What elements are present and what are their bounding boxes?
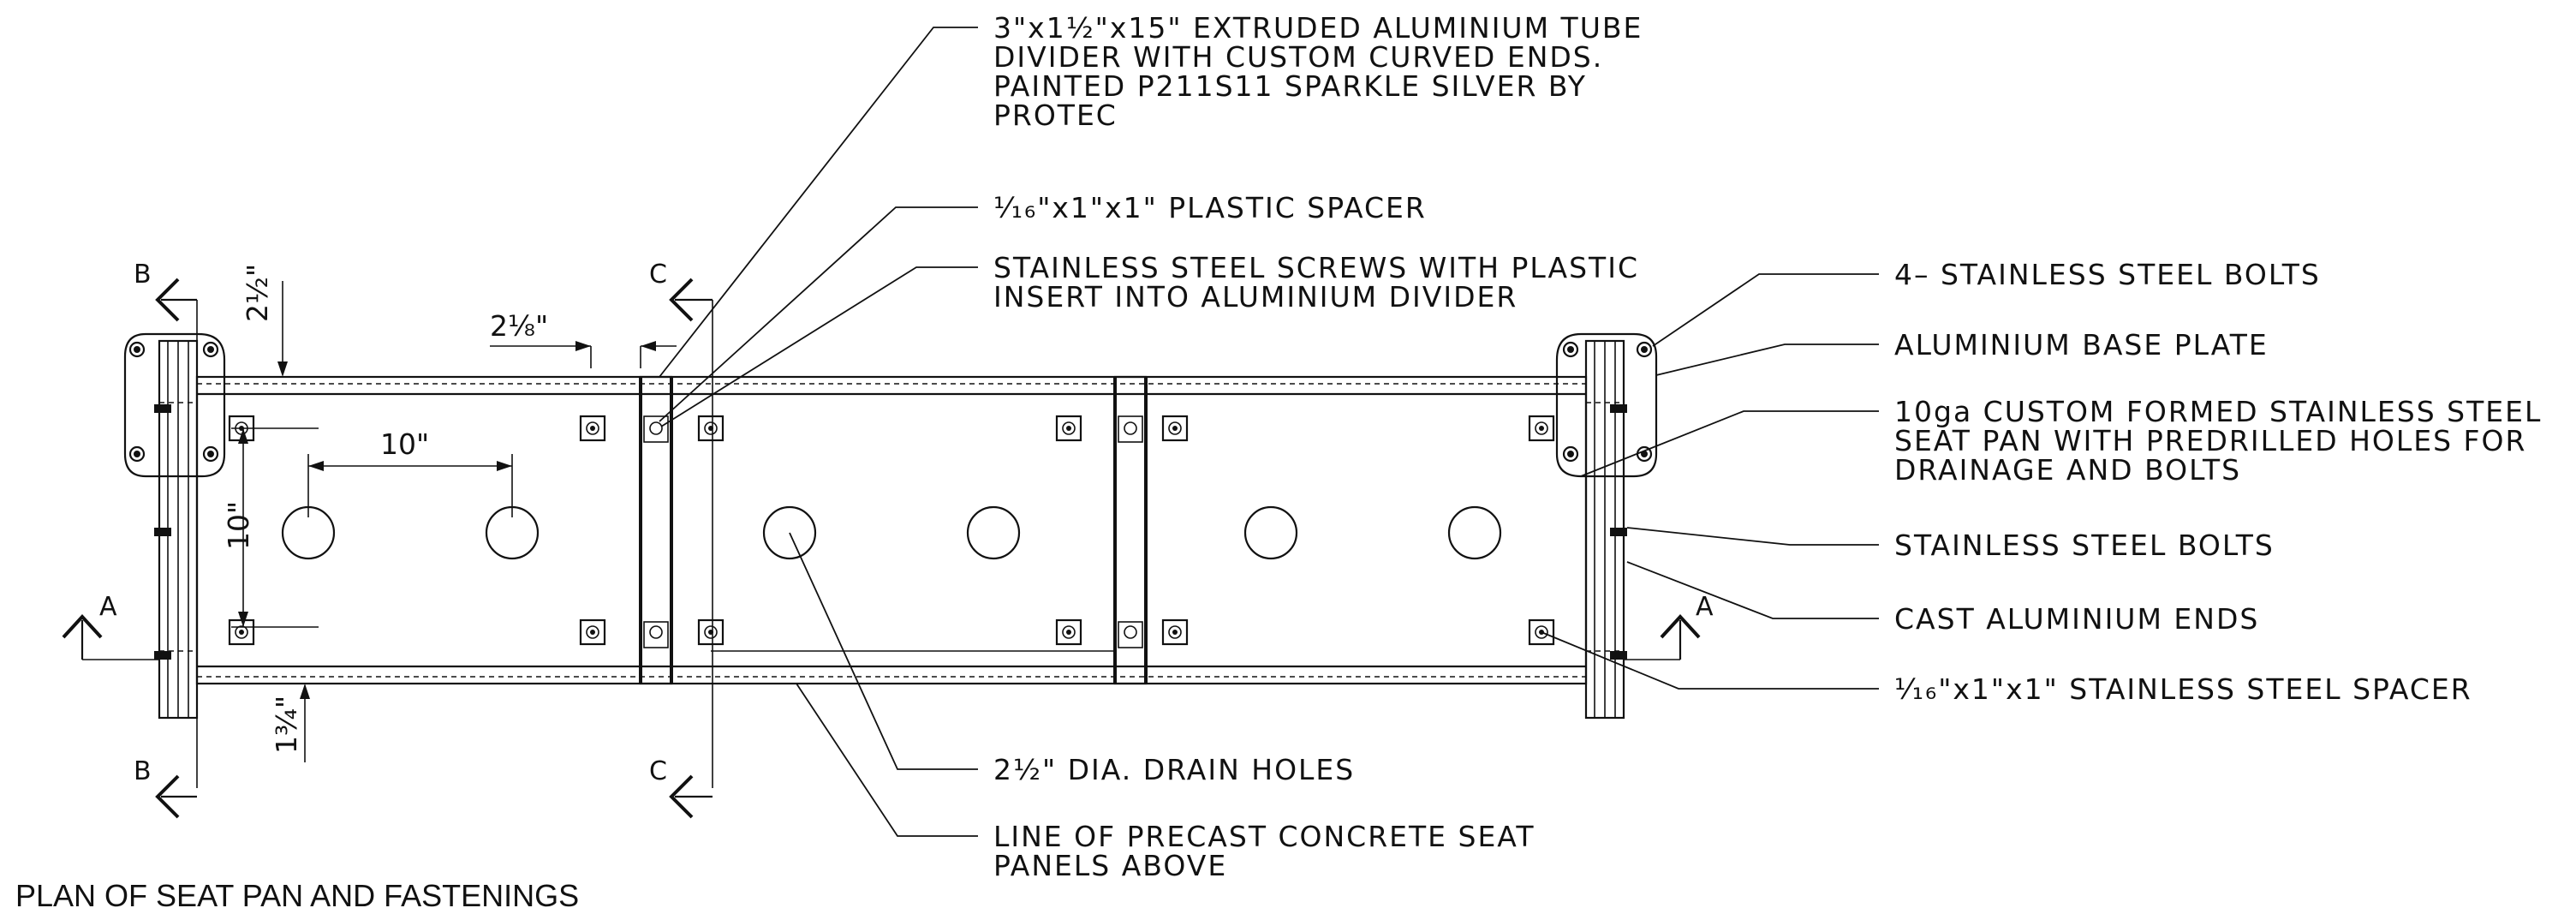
bolt-center (1172, 630, 1178, 635)
bolt-head (704, 421, 718, 435)
aluminium-tube-divider-right (1113, 375, 1148, 685)
note-divider: 3"x1½"x15" EXTRUDED ALUMINIUM TUBE DIVID… (993, 11, 1643, 132)
bolt-square (697, 618, 724, 646)
svg-text:⅟₁₆"x1"x1" PLASTIC SPACER: ⅟₁₆"x1"x1" PLASTIC SPACER (993, 191, 1427, 224)
section-c-top-label: C (649, 260, 667, 290)
bolt-square (1055, 415, 1082, 442)
right-stainless-steel-bolts (1610, 404, 1627, 660)
drain-hole (1447, 505, 1502, 560)
svg-text:PANELS ABOVE: PANELS ABOVE (993, 849, 1227, 882)
svg-text:DRAINAGE AND BOLTS: DRAINAGE AND BOLTS (1894, 453, 2241, 487)
section-marker-b-bottom: B (134, 756, 197, 819)
svg-text:STAINLESS STEEL BOLTS: STAINLESS STEEL BOLTS (1894, 529, 2275, 562)
bolt-square (1161, 618, 1189, 646)
bolt-square (579, 618, 606, 646)
bolt-head (1535, 625, 1548, 639)
bolt-head (1535, 421, 1548, 435)
dim-divider-offset-label: 2⅛" (490, 309, 548, 343)
left-stainless-steel-bolts (154, 404, 171, 660)
bolt-square (579, 415, 606, 442)
drain-hole (1243, 505, 1298, 560)
svg-text:INSERT INTO ALUMINIUM DIVIDER: INSERT INTO ALUMINIUM DIVIDER (993, 280, 1518, 314)
divider-screw (1124, 421, 1137, 435)
bolt-head (1062, 625, 1076, 639)
svg-text:PAINTED P211S11 SPARKLE SILVER: PAINTED P211S11 SPARKLE SILVER BY (993, 69, 1587, 103)
svg-text:PROTEC: PROTEC (993, 99, 1118, 132)
dimension-bottom-offset: 1¾" (270, 684, 310, 762)
bolt-head (704, 625, 718, 639)
svg-text:3"x1½"x15" EXTRUDED ALUMINIUM: 3"x1½"x15" EXTRUDED ALUMINIUM TUBE (993, 11, 1643, 45)
drain-holes (281, 505, 1502, 560)
right-aluminium-base-plate (1555, 332, 1658, 478)
bolt-head (1168, 625, 1182, 639)
svg-text:STAINLESS STEEL SCREWS WITH PL: STAINLESS STEEL SCREWS WITH PLASTIC (993, 251, 1639, 284)
bolt-head (1168, 421, 1182, 435)
note-cast-ends: CAST ALUMINIUM ENDS (1894, 602, 2259, 636)
section-b-bottom-label: B (134, 756, 152, 786)
bolt-center (1539, 426, 1544, 431)
section-marker-c-top: C (649, 260, 713, 788)
svg-text:4– STAINLESS STEEL BOLTS: 4– STAINLESS STEEL BOLTS (1894, 258, 2321, 291)
drawing-title: PLAN OF SEAT PAN AND FASTENINGS (15, 878, 579, 908)
section-marker-a-left: A (62, 592, 159, 660)
bolt-square (1528, 415, 1555, 442)
divider-screw (1124, 625, 1137, 639)
divider-screw (649, 625, 663, 639)
note-ss-spacer: ⅟₁₆"x1"x1" STAINLESS STEEL SPACER (1894, 672, 2472, 706)
svg-text:SEAT PAN WITH PREDRILLED HOLES: SEAT PAN WITH PREDRILLED HOLES FOR (1894, 424, 2526, 457)
leader-lines (659, 27, 1879, 837)
bolt-center (590, 426, 595, 431)
note-plastic-spacer: ⅟₁₆"x1"x1" PLASTIC SPACER (993, 191, 1427, 224)
svg-text:10ga CUSTOM FORMED STAINLESS S: 10ga CUSTOM FORMED STAINLESS STEEL (1894, 395, 2542, 428)
bolt-square (697, 415, 724, 442)
svg-text:ALUMINIUM BASE PLATE: ALUMINIUM BASE PLATE (1894, 328, 2269, 361)
note-precast: LINE OF PRECAST CONCRETE SEAT PANELS ABO… (993, 820, 1535, 882)
drain-hole (966, 505, 1021, 560)
seat-pan (195, 375, 1588, 685)
section-c-bottom-label: C (649, 756, 667, 786)
section-marker-b-top: B (134, 260, 198, 788)
svg-text:2½" DIA. DRAIN HOLES: 2½" DIA. DRAIN HOLES (993, 753, 1355, 786)
dimension-top-offset: 2½" (241, 264, 288, 377)
bolt-square (1528, 618, 1555, 646)
note-seat-pan: 10ga CUSTOM FORMED STAINLESS STEEL SEAT … (1894, 395, 2542, 487)
bolt-center (1172, 426, 1178, 431)
dim-hole-spacing-v-label: 10" (222, 501, 255, 550)
bolt-head (235, 625, 248, 639)
dim-bottom-offset-label: 1¾" (270, 696, 303, 754)
bolt-center (590, 630, 595, 635)
bolt-center (1066, 426, 1071, 431)
left-aluminium-base-plate (123, 332, 226, 478)
section-b-top-label: B (134, 260, 152, 290)
section-a-left-label: A (99, 592, 117, 622)
dim-top-offset-label: 2½" (241, 264, 274, 322)
svg-text:⅟₁₆"x1"x1" STAINLESS STEEL SPA: ⅟₁₆"x1"x1" STAINLESS STEEL SPACER (1894, 672, 2472, 706)
divider-screw (649, 421, 663, 435)
note-base-plate: ALUMINIUM BASE PLATE (1894, 328, 2269, 361)
note-drain-holes: 2½" DIA. DRAIN HOLES (993, 753, 1355, 786)
dimension-divider-offset: 2⅛" (490, 309, 677, 368)
svg-text:LINE OF PRECAST CONCRETE SEAT: LINE OF PRECAST CONCRETE SEAT (993, 820, 1535, 853)
note-bolts: 4– STAINLESS STEEL BOLTS (1894, 258, 2321, 291)
bolt-square (1055, 618, 1082, 646)
section-marker-a-right: A (1624, 592, 1714, 660)
aluminium-tube-divider-left (639, 375, 673, 685)
bolt-head (586, 625, 599, 639)
svg-text:DIVIDER WITH CUSTOM CURVED END: DIVIDER WITH CUSTOM CURVED ENDS. (993, 40, 1603, 74)
bolt-head (586, 421, 599, 435)
bolt-square (1161, 415, 1189, 442)
dimension-hole-spacing-horizontal: 10" (307, 427, 513, 517)
note-screws: STAINLESS STEEL SCREWS WITH PLASTIC INSE… (993, 251, 1639, 314)
section-marker-c-bottom: C (649, 756, 713, 819)
dimension-hole-spacing-vertical: 10" (222, 427, 319, 628)
note-ss-bolts: STAINLESS STEEL BOLTS (1894, 529, 2275, 562)
bolt-head (1062, 421, 1076, 435)
section-a-right-label: A (1696, 592, 1714, 622)
drain-hole (762, 505, 817, 560)
svg-text:CAST ALUMINIUM ENDS: CAST ALUMINIUM ENDS (1894, 602, 2259, 636)
bolt-center (1066, 630, 1071, 635)
dim-hole-spacing-h-label: 10" (380, 427, 429, 461)
bolt-center (239, 630, 244, 635)
